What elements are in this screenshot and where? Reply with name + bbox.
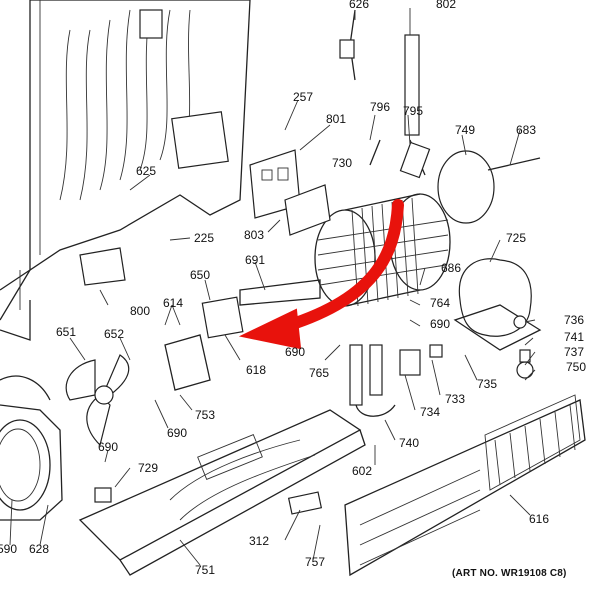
callout-691: 691 — [245, 253, 266, 267]
callout-750: 750 — [566, 360, 587, 374]
callout-753: 753 — [195, 408, 216, 422]
callout-690-b: 690 — [285, 345, 306, 359]
callout-765: 765 — [309, 366, 330, 380]
callout-802: 802 — [436, 0, 457, 11]
callout-734: 734 — [420, 405, 441, 419]
callout-801: 801 — [326, 112, 347, 126]
callout-749: 749 — [455, 123, 476, 137]
callout-312: 312 — [249, 534, 270, 548]
callout-590: 590 — [0, 542, 18, 556]
callout-651: 651 — [56, 325, 77, 339]
callout-690-d: 690 — [98, 440, 119, 454]
callout-751: 751 — [195, 563, 216, 577]
callout-602: 602 — [352, 464, 373, 478]
base-pan — [78, 409, 366, 576]
relay — [79, 247, 323, 515]
red-curved-arrow-icon — [238, 199, 404, 350]
callout-225: 225 — [194, 231, 215, 245]
callout-741: 741 — [564, 330, 585, 344]
callout-686: 686 — [441, 261, 462, 275]
wire-harnesses — [339, 9, 431, 179]
small-parts — [399, 344, 534, 379]
leader-lines — [9, 8, 536, 566]
callout-614: 614 — [163, 296, 184, 310]
callout-796: 796 — [370, 100, 391, 114]
callout-764: 764 — [430, 296, 451, 310]
rear-panel — [0, 0, 251, 321]
callout-683: 683 — [516, 123, 537, 137]
callout-690-a: 690 — [430, 317, 451, 331]
disc-cover — [437, 150, 541, 224]
callout-737: 737 — [564, 345, 585, 359]
fan-blade — [65, 354, 130, 447]
callout-736: 736 — [564, 313, 585, 327]
callout-618: 618 — [246, 363, 267, 377]
art-number: (ART NO. WR19108 C8) — [452, 568, 567, 579]
callout-628: 628 — [29, 542, 50, 556]
callout-757: 757 — [305, 555, 326, 569]
callout-626: 626 — [349, 0, 370, 11]
callout-725: 725 — [506, 231, 527, 245]
callout-257: 257 — [293, 90, 314, 104]
compressor — [453, 258, 542, 351]
callout-733: 733 — [445, 392, 466, 406]
fan-shroud — [0, 404, 63, 521]
callout-803: 803 — [244, 228, 265, 242]
callout-650: 650 — [190, 268, 211, 282]
rear-grille — [344, 394, 586, 577]
callout-625: 625 — [136, 164, 157, 178]
callout-652: 652 — [104, 327, 125, 341]
dryer-tubing — [349, 344, 396, 417]
callout-729: 729 — [138, 461, 159, 475]
callout-690-c: 690 — [167, 426, 188, 440]
callout-730: 730 — [332, 156, 353, 170]
callout-616: 616 — [529, 512, 550, 526]
callout-735: 735 — [477, 377, 498, 391]
callout-795: 795 — [403, 104, 424, 118]
left-housing — [0, 300, 51, 401]
callout-800: 800 — [130, 304, 151, 318]
control-board — [249, 149, 331, 236]
fan-motor — [164, 279, 321, 391]
callout-740: 740 — [399, 436, 420, 450]
